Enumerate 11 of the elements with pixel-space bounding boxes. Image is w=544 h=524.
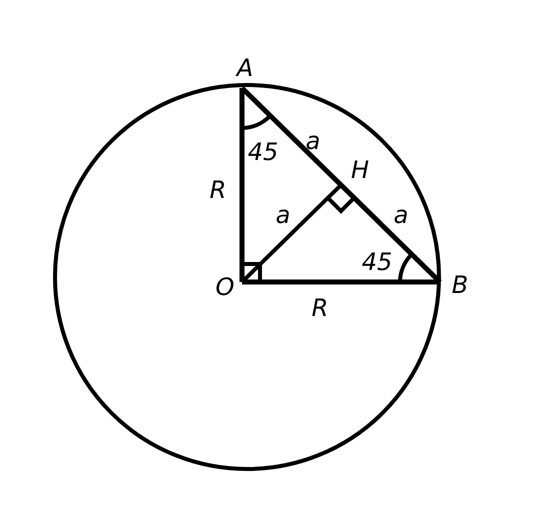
point-label: A [236,56,254,80]
point-label: R [210,178,226,202]
point-label: B [452,273,468,297]
point-label: a [276,203,290,227]
point-label: O [216,275,234,299]
point-label: R [312,296,328,320]
point-label: a [394,203,408,227]
point-label: a [306,129,320,153]
point-label: 45 [248,140,278,164]
point-label: 45 [362,250,392,274]
point-label: H [350,158,370,182]
